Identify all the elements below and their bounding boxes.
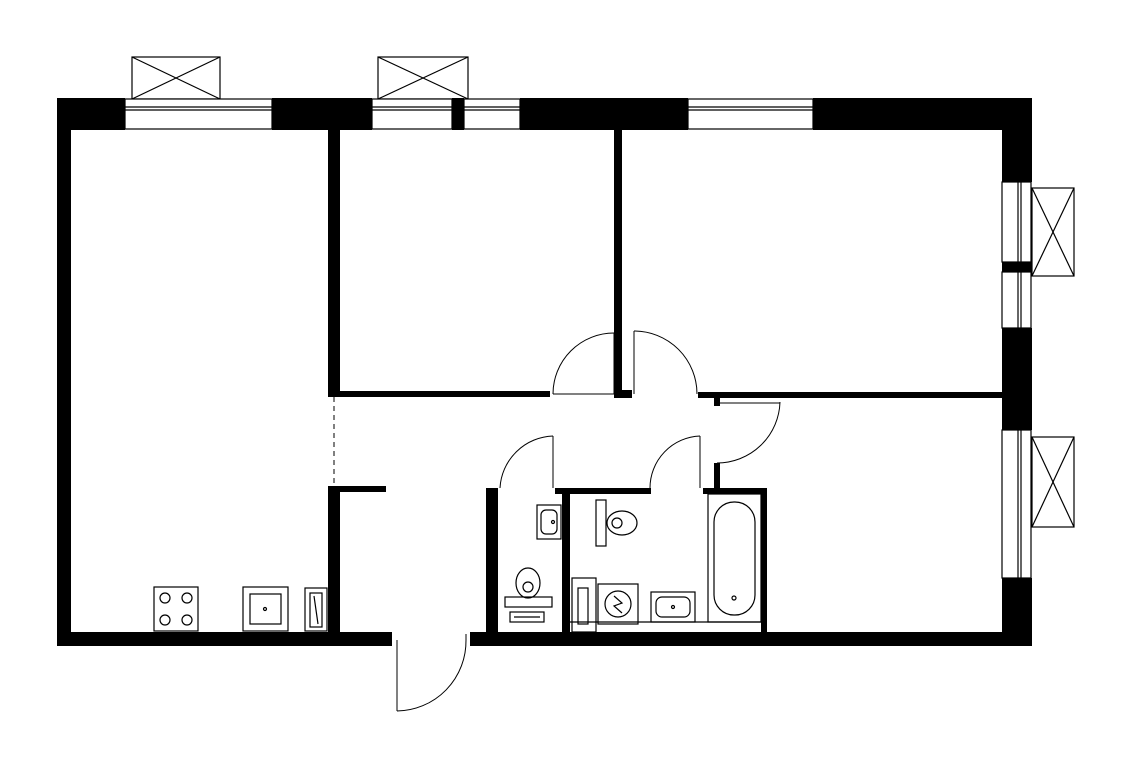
stove-icon <box>153 586 199 632</box>
bathtub-icon <box>707 493 762 623</box>
door-bedroom-2[interactable] <box>633 330 698 395</box>
window-right-1 <box>1001 181 1032 263</box>
ac-unit-top-middle <box>377 56 469 100</box>
washing-machine-icon <box>597 583 639 625</box>
door-entrance[interactable] <box>396 634 467 712</box>
ac-unit-right-upper <box>1031 187 1075 277</box>
exterior-walls <box>57 98 1032 646</box>
window-top-4 <box>687 98 814 130</box>
door-wc[interactable] <box>499 435 554 489</box>
window-top-1 <box>124 98 273 130</box>
windows <box>124 98 1032 579</box>
window-top-3 <box>463 98 521 130</box>
ac-unit-right-lower <box>1031 436 1075 528</box>
washbasin-icon <box>650 591 696 623</box>
window-top-2 <box>371 98 453 130</box>
door-bedroom-3[interactable] <box>716 401 781 464</box>
window-right-2 <box>1001 271 1032 329</box>
bathroom-cabinet-icon <box>571 577 597 633</box>
kitchen-sink-icon <box>242 586 289 632</box>
washbasin-icon <box>536 504 562 540</box>
toilet-icon <box>595 499 638 547</box>
toilet-icon <box>504 567 553 608</box>
fridge-icon <box>304 587 328 632</box>
interior-walls <box>328 130 1002 632</box>
door-bathroom[interactable] <box>649 435 701 489</box>
window-right-3 <box>1001 429 1032 579</box>
ac-unit-top-left <box>131 56 221 100</box>
door-bedroom-1[interactable] <box>552 332 615 395</box>
wc-cabinet-icon <box>509 611 545 623</box>
